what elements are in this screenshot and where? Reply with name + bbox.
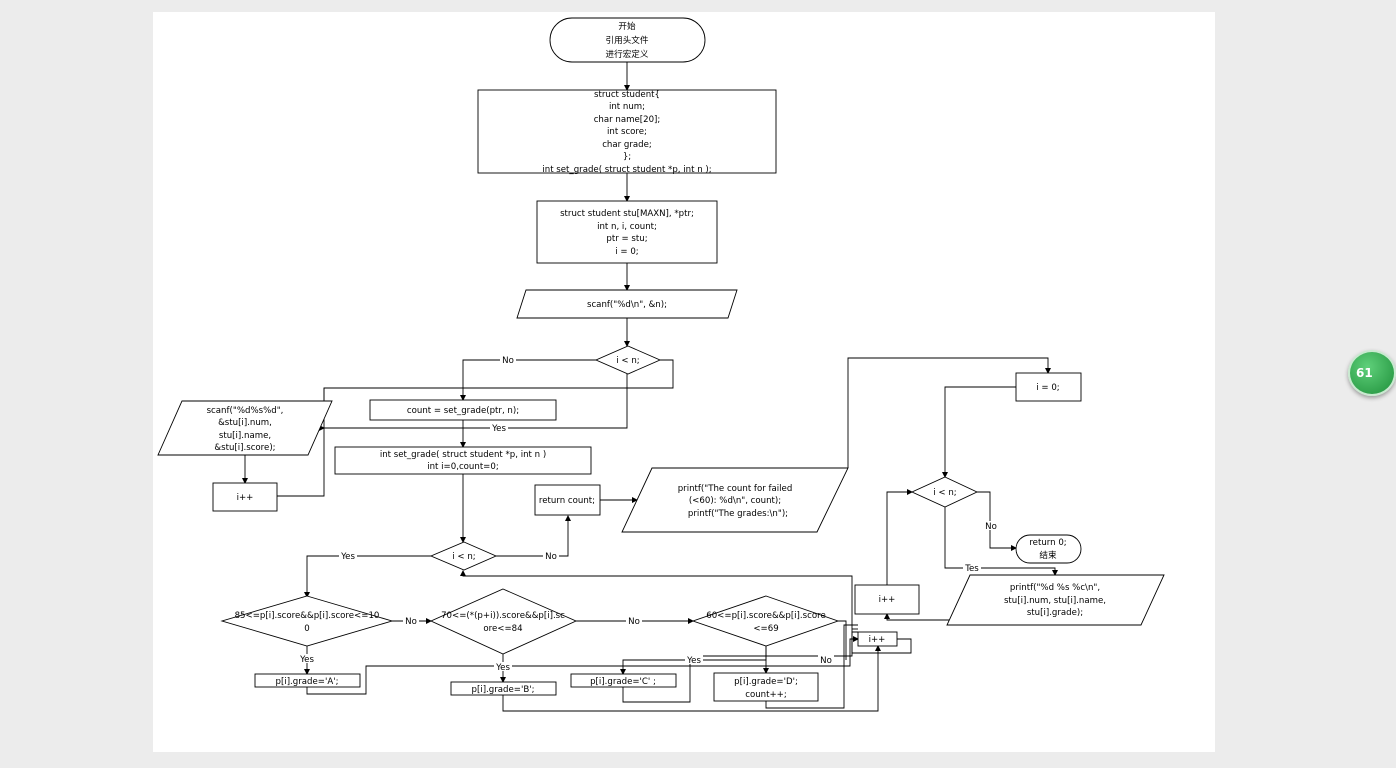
- badge-count: 61: [1356, 366, 1373, 380]
- flowchart-canvas: 开始 引用头文件 进行宏定义 struct student{ int num; …: [153, 12, 1215, 752]
- func-decl-line-2: int i=0,count=0;: [427, 462, 499, 472]
- struct-line-5: char grade;: [602, 140, 652, 150]
- cond-c-line-1: 60<=p[i].score&&p[i].score: [706, 611, 825, 621]
- cond-c-line-2: <=69: [753, 624, 778, 634]
- grade-d-line-1: p[i].grade='D';: [734, 677, 798, 687]
- edge-label-yes-print: Tes: [964, 564, 979, 574]
- cond-a-line-2: 0: [304, 624, 309, 634]
- return-count-box: [534, 484, 601, 516]
- edge-label-yes-b: Yes: [495, 663, 510, 673]
- start-terminal: [549, 17, 706, 63]
- edge-label-yes-main: Yes: [491, 424, 506, 434]
- print-increment-box: [854, 584, 920, 615]
- main-loop-text: i < n;: [616, 356, 639, 366]
- return-count-text: return count;: [539, 496, 595, 506]
- grade-d-box: [713, 672, 819, 702]
- start-label-1: 开始: [618, 20, 636, 32]
- edge-label-no-c: No: [820, 656, 832, 666]
- main-decl-line-1: struct student stu[MAXN], *ptr;: [560, 209, 694, 219]
- call-set-grade-box: [369, 399, 557, 421]
- print-init-box: [1015, 372, 1082, 402]
- function-loop-decision: [429, 541, 498, 571]
- struct-line-6: };: [623, 152, 631, 162]
- grade-d-line-2: count++;: [745, 690, 787, 700]
- print-loop-decision: [910, 476, 979, 508]
- grade-a-text: p[i].grade='A';: [276, 677, 339, 687]
- end-terminal: [1015, 534, 1082, 564]
- struct-line-3: char name[20];: [594, 115, 661, 125]
- cond-b-line-1: 70<=(*(p+i)).score&&p[i].sc: [441, 611, 565, 621]
- printf-stu-line-3: stu[i].grade);: [1027, 608, 1083, 618]
- main-decl-line-3: ptr = stu;: [606, 234, 647, 244]
- edge-label-yes-c: Yes: [686, 656, 701, 666]
- scanf-stu-line-1: scanf("%d%s%d",: [207, 406, 284, 416]
- cond-a-line-1: 85<=p[i].score&&p[i].score<=10: [235, 611, 380, 621]
- grade-a-box: [254, 673, 361, 688]
- print-inc-text: i++: [879, 595, 896, 605]
- grade-b-box: [450, 681, 557, 696]
- main-inc-text: i++: [237, 493, 254, 503]
- end-line-2: 结束: [1039, 549, 1057, 561]
- printf-student-output: [946, 574, 1165, 626]
- printf-count-line-3: printf("The grades:\n");: [688, 509, 788, 519]
- grade-c-decision: [691, 595, 840, 647]
- grade-c-box: [570, 673, 677, 688]
- function-increment-box: [857, 631, 898, 647]
- print-init-text: i = 0;: [1036, 383, 1059, 393]
- grade-b-text: p[i].grade='B';: [472, 685, 535, 695]
- print-loop-text: i < n;: [933, 488, 956, 498]
- grade-a-decision: [220, 595, 394, 647]
- struct-line-4: int score;: [607, 127, 647, 137]
- struct-line-1: struct student{: [594, 90, 660, 100]
- printf-stu-line-1: printf("%d %s %c\n",: [1010, 583, 1100, 593]
- scanf-stu-line-4: &stu[i].score);: [214, 443, 275, 453]
- main-declaration-box: [536, 200, 718, 264]
- printf-count-line-2: (<60): %d\n", count);: [689, 496, 781, 506]
- grade-c-text: p[i].grade='C' ;: [590, 677, 656, 687]
- main-decl-line-2: int n, i, count;: [597, 222, 657, 232]
- cond-b-line-2: ore<=84: [483, 624, 522, 634]
- scanf-stu-line-2: &stu[i].num,: [218, 418, 272, 428]
- edge-label-no-b: No: [628, 617, 640, 627]
- call-set-grade-text: count = set_grade(ptr, n);: [407, 406, 519, 416]
- scanf-n-text: scanf("%d\n", &n);: [587, 300, 667, 310]
- notification-badge[interactable]: 61: [1348, 350, 1396, 396]
- printf-count-line-1: printf("The count for failed: [678, 484, 793, 494]
- scanf-stu-line-3: stu[i].name,: [219, 431, 271, 441]
- printf-count-output: [621, 467, 849, 533]
- set-grade-function-box: [334, 446, 592, 475]
- struct-definition-box: [477, 89, 777, 174]
- end-line-1: return 0;: [1029, 538, 1066, 548]
- edge-label-yes-func: Yes: [340, 552, 355, 562]
- edge-label-no-func: No: [545, 552, 557, 562]
- printf-stu-line-2: stu[i].num, stu[i].name,: [1004, 596, 1106, 606]
- main-increment-box: [212, 482, 278, 512]
- struct-line-2: int num;: [609, 102, 645, 112]
- edge-label-no-a: No: [405, 617, 417, 627]
- func-loop-text: i < n;: [452, 552, 475, 562]
- scanf-student-input: [157, 400, 333, 456]
- main-decl-line-4: i = 0;: [615, 247, 638, 257]
- func-decl-line-1: int set_grade( struct student *p, int n …: [380, 450, 546, 460]
- scanf-n-input: [516, 289, 738, 319]
- start-label-2: 引用头文件: [606, 34, 649, 46]
- edge-label-yes-a: Yes: [299, 655, 314, 665]
- grade-b-decision: [429, 588, 578, 655]
- edge-label-no-print: No: [985, 522, 997, 532]
- main-loop-decision: [594, 345, 662, 375]
- struct-line-7: int set_grade( struct student *p, int n …: [542, 165, 711, 175]
- start-label-3: 进行宏定义: [606, 48, 649, 60]
- edge-label-no-main: No: [502, 356, 514, 366]
- func-inc-text: i++: [869, 635, 886, 645]
